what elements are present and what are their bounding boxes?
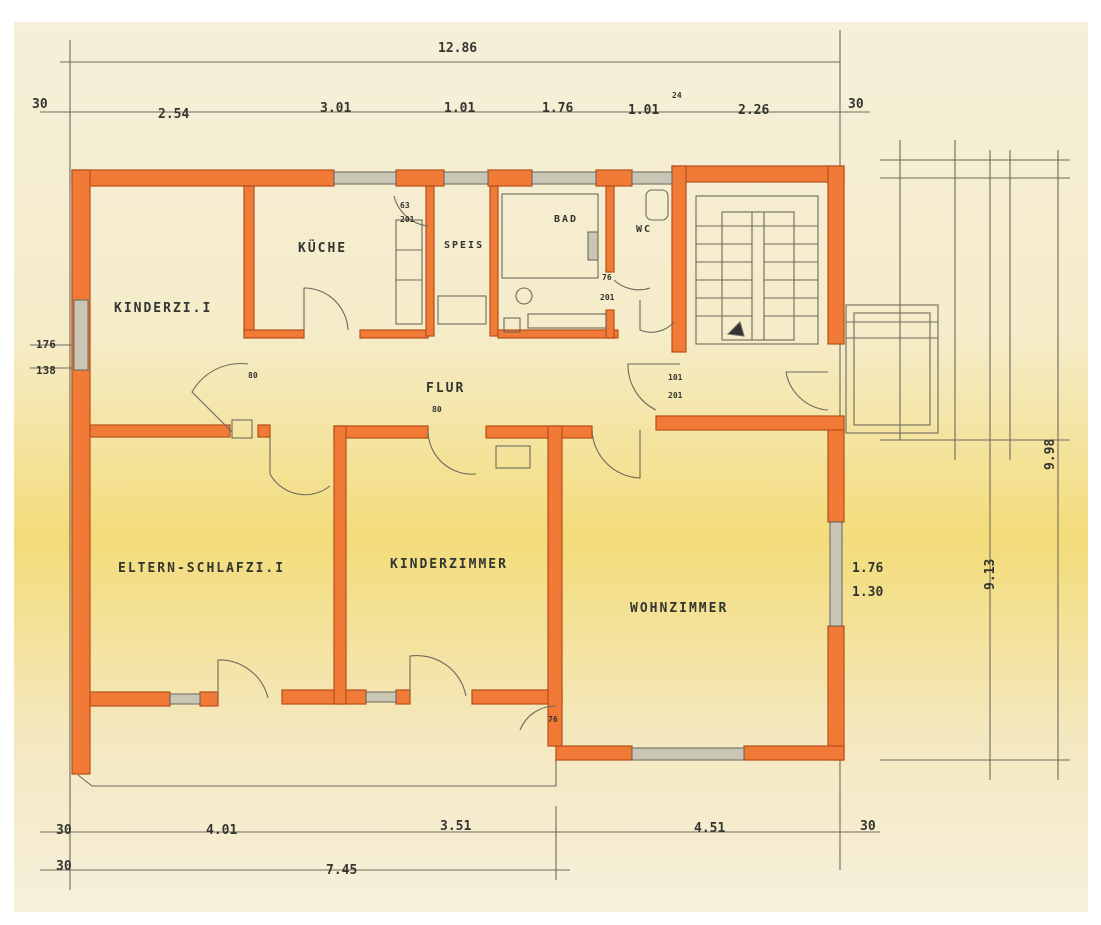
dim-top-176: 1.76 <box>542 101 573 116</box>
dim-door-76b: 76 <box>548 715 558 724</box>
dim-bottom-351: 3.51 <box>440 819 471 834</box>
dim-bottom-30b: 30 <box>56 859 72 874</box>
dim-door-201b: 201 <box>600 293 615 302</box>
room-kueche: KÜCHE <box>298 240 347 256</box>
dim-door-201c: 201 <box>400 215 415 224</box>
room-wohnzimmer: WOHNZIMMER <box>630 601 728 616</box>
dim-top-30-right: 30 <box>848 97 864 112</box>
dim-door-101: 101 <box>668 373 683 382</box>
dim-right-998: 9.98 <box>1043 439 1058 470</box>
terrace-outline <box>77 756 557 787</box>
dim-wohn-window-130: 1.30 <box>852 585 883 600</box>
dim-total-width: 12.86 <box>438 41 477 56</box>
dim-door-76: 76 <box>602 273 612 282</box>
room-bad: BAD <box>554 214 578 225</box>
room-kinderzimmer: KINDERZIMMER <box>390 557 508 572</box>
dimension-labels: 12.86 30 2.54 3.01 1.01 1.76 1.01 24 2.2… <box>32 41 1058 878</box>
door-swings <box>191 195 829 731</box>
dim-top-254: 2.54 <box>158 107 189 122</box>
fixtures <box>231 189 669 469</box>
windows <box>73 171 843 761</box>
dim-bottom-451: 4.51 <box>694 821 725 836</box>
room-flur: FLUR <box>426 381 465 396</box>
dim-door-63: 63 <box>400 201 410 210</box>
dim-top-226: 2.26 <box>738 103 769 118</box>
dim-door-80b: 80 <box>432 405 442 414</box>
staircase <box>695 195 819 345</box>
dim-top-301: 3.01 <box>320 101 351 116</box>
dimension-lines <box>30 30 1070 890</box>
room-speis: SPEIS <box>444 240 484 251</box>
walls <box>71 165 845 775</box>
dim-bottom-30-left: 30 <box>56 823 72 838</box>
dim-bottom-401: 4.01 <box>206 823 237 838</box>
dim-bottom-30-right: 30 <box>860 819 876 834</box>
room-wc: WC <box>636 224 652 235</box>
dim-top-101: 1.01 <box>444 101 475 116</box>
room-kinderzimmer-small: KINDERZI.I <box>114 301 212 316</box>
dim-bottom-745: 7.45 <box>326 863 357 878</box>
dim-wohn-window-176: 1.76 <box>852 561 883 576</box>
room-eltern-schlafzimmer: ELTERN-SCHLAFZI.I <box>118 561 285 576</box>
dim-left-138: 138 <box>36 364 56 377</box>
stair-landing <box>845 304 939 434</box>
dim-left-176: 176 <box>36 338 56 351</box>
room-labels: KINDERZI.I KÜCHE SPEIS BAD WC FLUR ELTER… <box>114 214 728 616</box>
dim-top-24: 24 <box>672 91 682 100</box>
dim-door-80a: 80 <box>248 371 258 380</box>
dim-top-30-left: 30 <box>32 97 48 112</box>
dim-top-101b: 1.01 <box>628 103 659 118</box>
dim-door-201: 201 <box>668 391 683 400</box>
dim-right-913: 9.13 <box>983 559 998 590</box>
